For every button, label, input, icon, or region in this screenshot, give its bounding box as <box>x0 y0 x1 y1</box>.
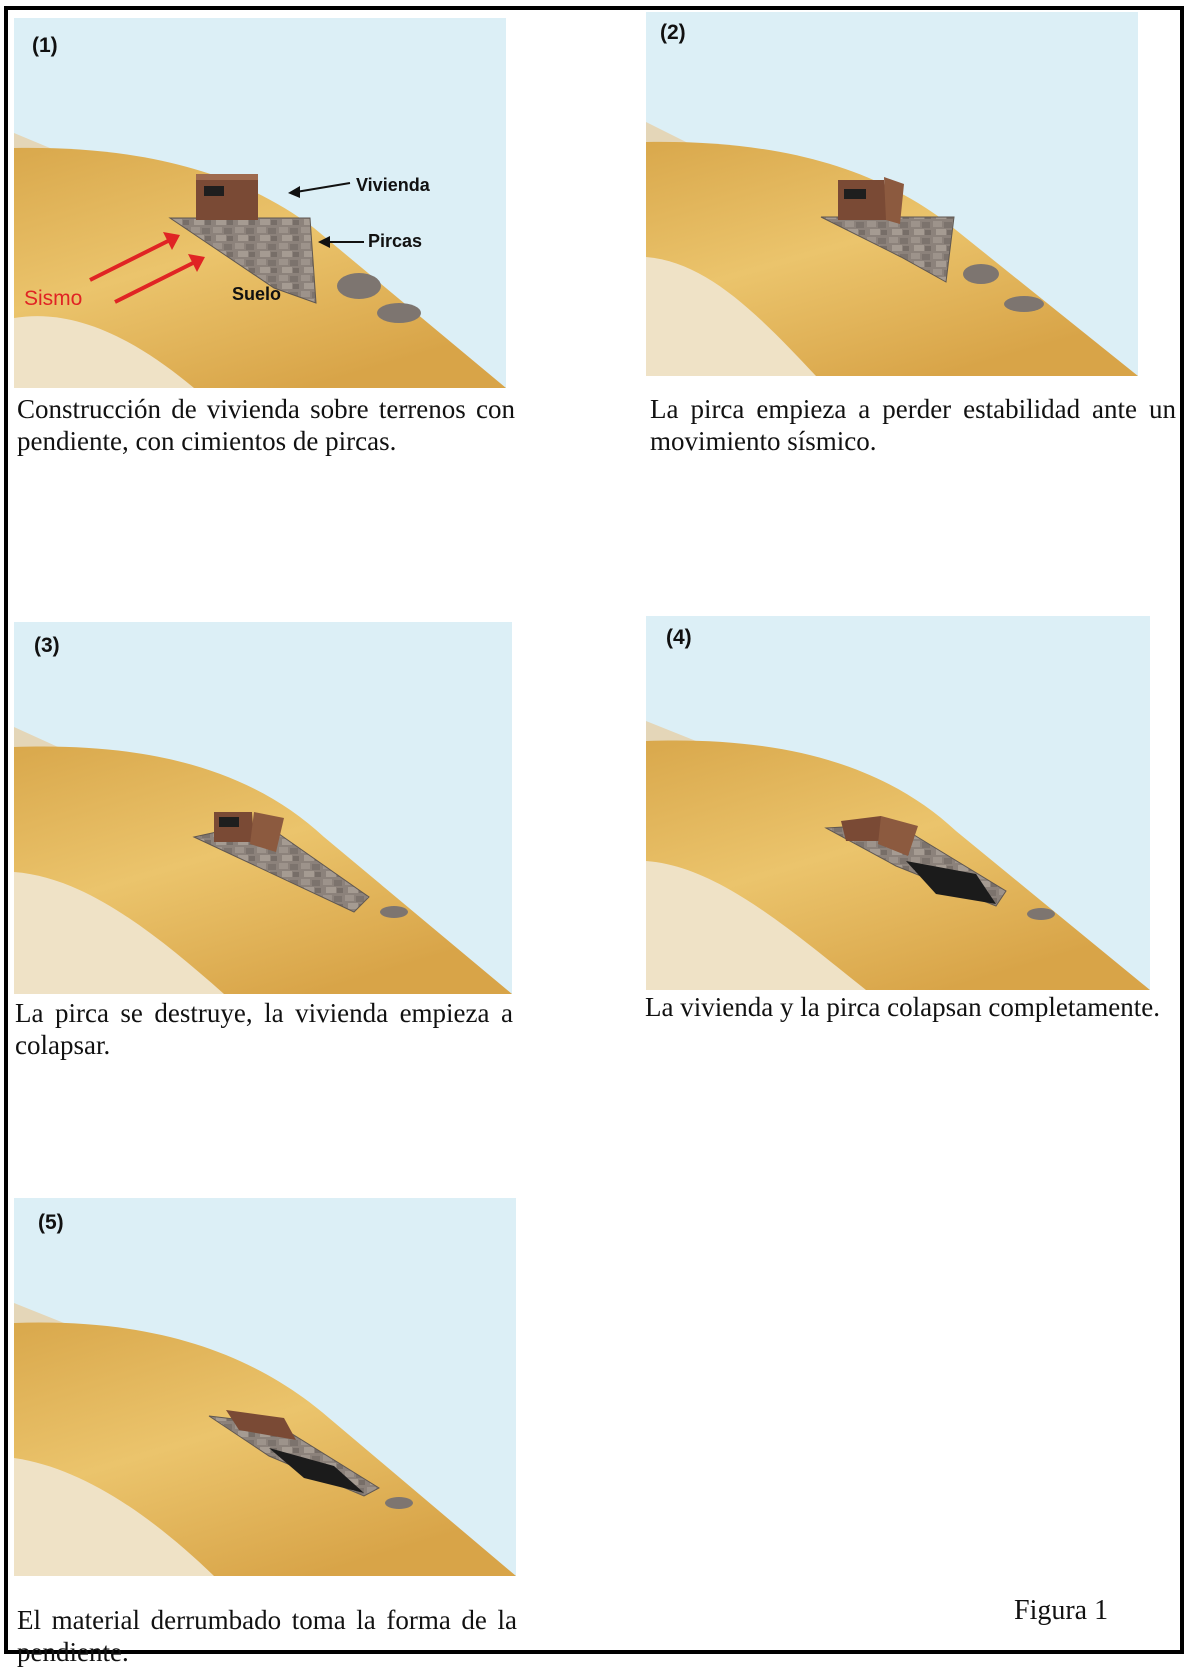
label-suelo: Suelo <box>232 284 281 305</box>
panel-2-caption: La pirca empieza a perder estabilidad an… <box>650 393 1176 457</box>
panel-4-image <box>646 616 1150 990</box>
panel-3-number: (3) <box>34 634 60 658</box>
panel-2-number: (2) <box>660 21 686 45</box>
panel-3-caption: La pirca se destruye, la vivienda empiez… <box>15 997 513 1061</box>
panel-5-caption: El material derrumbado toma la forma de … <box>17 1604 517 1668</box>
label-sismo: Sismo <box>24 287 82 311</box>
figure-label: Figura 1 <box>1014 1595 1108 1627</box>
panel-3-image <box>14 622 512 994</box>
panel-4-number: (4) <box>666 626 692 650</box>
panel-1-caption: Construcción de vivienda sobre terrenos … <box>17 393 515 457</box>
panel-5-image <box>14 1198 516 1576</box>
label-vivienda: Vivienda <box>356 175 430 196</box>
panel-2-image <box>646 12 1138 376</box>
panel-4-caption: La vivienda y la pirca colapsan completa… <box>645 991 1180 1023</box>
label-pircas: Pircas <box>368 231 422 252</box>
panel-5-number: (5) <box>38 1211 64 1235</box>
